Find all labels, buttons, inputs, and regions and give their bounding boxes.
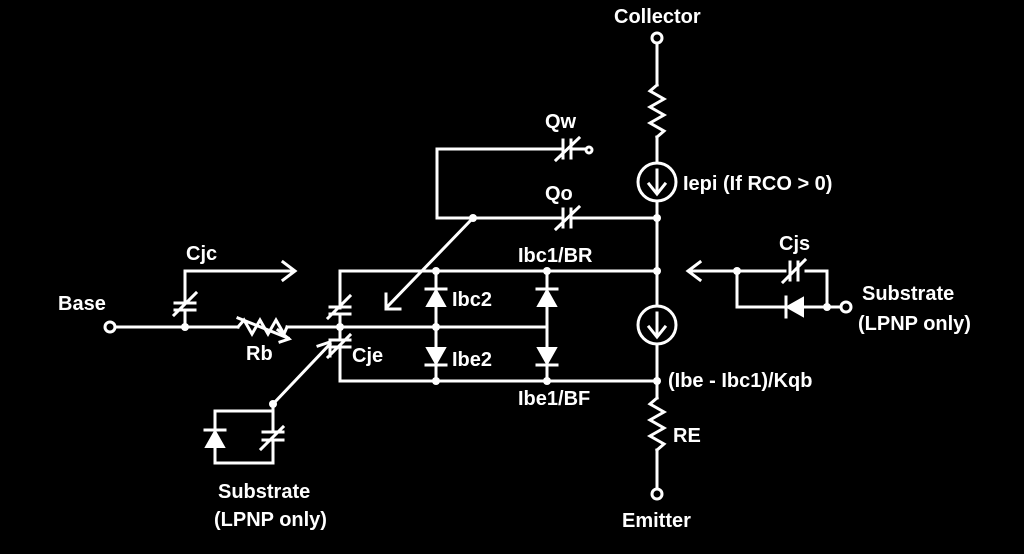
node bbox=[269, 400, 277, 408]
node bbox=[823, 303, 831, 311]
ibc2-diode bbox=[424, 287, 448, 307]
node bbox=[543, 267, 551, 275]
node bbox=[543, 377, 551, 385]
collector-terminal[interactable] bbox=[650, 31, 664, 45]
cjc-label: Cjc bbox=[186, 243, 217, 265]
node bbox=[653, 267, 661, 275]
qo-capacitor bbox=[553, 204, 659, 232]
substrate-right-label: Substrate bbox=[862, 283, 954, 305]
collector-label: Collector bbox=[614, 6, 701, 28]
base-input bbox=[113, 259, 298, 344]
base-label: Base bbox=[58, 293, 106, 315]
emitter-terminal[interactable] bbox=[650, 487, 664, 501]
node bbox=[336, 323, 344, 331]
substrate-right-note: (LPNP only) bbox=[858, 313, 971, 335]
cjs-label: Cjs bbox=[779, 233, 810, 255]
rb-label: Rb bbox=[246, 343, 273, 365]
iepi-current-source bbox=[636, 161, 678, 203]
qw-node bbox=[584, 145, 594, 155]
node bbox=[432, 323, 440, 331]
node bbox=[432, 267, 440, 275]
qw-capacitor bbox=[553, 135, 587, 163]
emitter-label: Emitter bbox=[622, 510, 691, 532]
collector-internal-node bbox=[653, 214, 661, 222]
ibe2-diode bbox=[424, 347, 448, 367]
cje-label: Cje bbox=[352, 345, 383, 367]
node bbox=[733, 267, 741, 275]
substrate-left-note: (LPNP only) bbox=[214, 509, 327, 531]
ibc1-diode bbox=[535, 287, 559, 307]
collector-resistor bbox=[646, 82, 668, 140]
node bbox=[432, 377, 440, 385]
ibc2-label: Ibc2 bbox=[452, 289, 492, 311]
qo-label: Qo bbox=[545, 183, 573, 205]
ibe1-diode bbox=[535, 347, 559, 367]
iepi-label: Iepi (If RCO > 0) bbox=[683, 173, 832, 195]
node bbox=[181, 323, 189, 331]
bc-be-network bbox=[285, 269, 659, 383]
ibc1-br-label: Ibc1/BR bbox=[518, 245, 593, 267]
qw-label: Qw bbox=[545, 111, 577, 133]
substrate-left-network bbox=[203, 339, 333, 465]
emitter-resistor bbox=[646, 395, 668, 453]
ibe1-bf-label: Ibe1/BF bbox=[518, 388, 590, 410]
qw-qo-loop bbox=[384, 135, 659, 311]
transport-current-source bbox=[636, 304, 678, 346]
collector-emitter-spine bbox=[646, 36, 668, 492]
substrate-left-label: Substrate bbox=[218, 481, 310, 503]
re-label: RE bbox=[673, 425, 701, 447]
qo-node bbox=[469, 214, 477, 222]
substrate-right-network bbox=[685, 257, 843, 319]
ibe2-label: Ibe2 bbox=[452, 349, 492, 371]
node bbox=[653, 377, 661, 385]
cjc-internal-capacitor bbox=[325, 293, 353, 329]
ibe-kqb-label: (Ibe - Ibc1)/Kqb bbox=[668, 370, 812, 392]
